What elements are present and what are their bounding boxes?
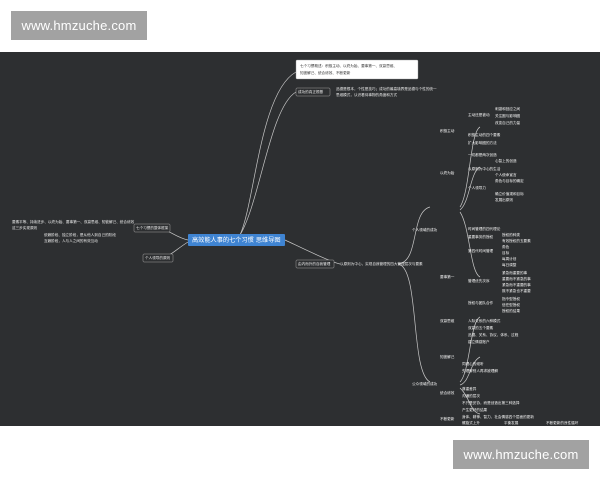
l3c2: 目标	[502, 250, 510, 255]
m1d: 建立情感账户	[468, 339, 490, 344]
m2a: 同理心的倾听	[462, 361, 484, 366]
left-note-b: 这三步实现原则	[12, 225, 38, 230]
hub4-label: 不断更新	[440, 416, 455, 421]
top-branch[interactable]: 成功的真正根基	[295, 87, 331, 97]
left-branch2[interactable]: 个人领导的原则	[142, 253, 174, 263]
top-branch-note1: 品德是根本，个性是技巧；成功的最高境界是品德与个性的统一	[336, 86, 437, 91]
l1: 积极主动	[440, 128, 455, 133]
root-node[interactable]: 高效能人事的七个习惯 思维导图	[188, 234, 285, 246]
link-hub1-mid	[459, 166, 481, 211]
top-note-box: 七个习惯概述：积极主动、以终为始、要事第一、双赢思维、 知彼解己、统合综效、不断…	[295, 59, 419, 80]
r4: 不断更新的良性循环	[546, 420, 579, 425]
m2b: 先理解别人再求被理解	[462, 368, 498, 373]
l2b1: 个人使命宣言	[495, 172, 517, 177]
link-hub1-top	[459, 126, 481, 208]
l3e1: 指令型授权	[502, 296, 520, 301]
l1a2: 关注圈与影响圈	[495, 113, 521, 118]
m3d: 产生更好的结果	[462, 407, 488, 412]
l3b1: 授权的种类	[502, 232, 520, 237]
r3: 平衡发展	[504, 420, 519, 425]
m3: 统合综效	[440, 390, 455, 395]
hub3-label: 公众领域的成功	[412, 381, 438, 386]
m3a: 尊重差异	[462, 386, 477, 391]
l3e3: 授权的结果	[502, 308, 520, 313]
watermark-bottom: www.hmzuche.com	[453, 440, 589, 469]
l3: 要事第一	[440, 274, 455, 279]
root-links	[159, 71, 481, 415]
l2b: 以原则为中心的生活	[468, 166, 501, 171]
mind-map-canvas[interactable]: 高效能人事的七个习惯 思维导图 七个习惯概述：积极主动、以终为始、要事第一、双赢…	[0, 52, 600, 426]
l3d2: 重要而不紧急的事	[502, 276, 531, 281]
l2c2: 发展出原则	[495, 197, 513, 202]
left-note-a: 要素平等、持续进步、以终为始、要事第一、双赢思维、知彼解己、统合综效	[12, 219, 135, 224]
link-hub3-c	[459, 387, 481, 415]
l1a3: 改变自己的力量	[495, 120, 521, 125]
top-note-line1: 七个习惯概述：积极主动、以终为始、要事第一、双赢思维、	[300, 63, 397, 68]
l3c1: 角色	[502, 244, 510, 249]
l1a1: 刺激和回应之间	[495, 106, 521, 111]
r1: 身体、精神、智力、社会情感四个层面的更新	[462, 414, 534, 419]
l3b: 重要事务的授权	[468, 234, 494, 239]
l2b2: 角色与目标的确定	[495, 178, 524, 183]
right-branch-note: 以原则为中心，实现自我管理的四大管理层次与要素	[340, 261, 423, 266]
l1a: 主动还是被动	[468, 112, 490, 117]
link-right-hub3	[397, 263, 431, 383]
l1c: 扩大影响圈的方法	[468, 140, 497, 145]
mind-map-diagram: 高效能人事的七个习惯 思维导图 七个习惯概述：积极主动、以终为始、要事第一、双赢…	[12, 59, 579, 425]
link-right-hub1	[397, 206, 431, 265]
l3c: 第四代时间管理	[468, 248, 494, 253]
left-branch2-label: 个人领导的原则	[145, 255, 171, 260]
l3d1: 紧急而重要的事	[502, 270, 528, 275]
top-note-line2: 知彼解己、统合综效、不断更新	[300, 70, 351, 75]
left-branch1-label: 七个习惯的整体框架	[136, 225, 169, 230]
m1: 双赢思维	[440, 318, 455, 323]
watermark-top: www.hmzuche.com	[11, 11, 147, 40]
link-hub3-a	[459, 316, 481, 383]
top-branch-label: 成功的真正根基	[298, 89, 324, 94]
m1c: 品德、关系、协议、体系、过程	[468, 332, 519, 337]
l1b: 积极主动的四个要素	[468, 132, 501, 137]
l2a: 一切都是两次创造	[468, 152, 497, 157]
right-branch-label: 由内而外的自我管理	[298, 261, 331, 266]
l2c: 个人领导力	[468, 185, 486, 190]
link-root-top	[239, 71, 297, 236]
l3c4: 每日调整	[502, 262, 517, 267]
root-title: 高效能人事的七个习惯 思维导图	[192, 236, 281, 244]
l3a: 时间管理的四代理论	[468, 226, 501, 231]
link-root-right	[284, 239, 341, 265]
m3b: 沟通的层次	[462, 393, 480, 398]
m1b: 双赢的五个要素	[468, 325, 494, 330]
m1a: 人际关系的六种模式	[468, 318, 501, 323]
link-hub1-low	[459, 211, 481, 278]
l2: 以终为始	[440, 170, 455, 175]
hub1-label: 个人领域的成功	[412, 227, 438, 232]
left-branch1-note1: 依赖阶段、独立阶段，是从他人到自己的阶段	[44, 232, 116, 237]
l3d: 管理优先次序	[468, 278, 490, 283]
m3c: 不只是妥协，而是创造出第三种选择	[462, 400, 520, 405]
l3e: 授权与团队合作	[468, 300, 494, 305]
left-branch1[interactable]: 七个习惯的整体框架	[133, 223, 171, 233]
r2: 螺旋式上升	[462, 420, 480, 425]
l3d4: 既不紧急也不重要	[502, 288, 531, 293]
top-branch-note2: 思维模式，认识看待事物的角度和方式	[336, 92, 397, 97]
l3d3: 紧急而不重要的事	[502, 282, 531, 287]
l3b2: 有效授权的五要素	[502, 238, 531, 243]
m2: 知彼解己	[440, 354, 455, 359]
left-branch1-note2: 互赖阶段，人与人之间的有效互动	[44, 238, 98, 243]
l3c3: 每周计划	[502, 256, 517, 261]
l2a1: 心智上的创造	[495, 158, 517, 163]
l3e2: 信任型授权	[502, 302, 520, 307]
right-branch[interactable]: 由内而外的自我管理	[295, 259, 335, 269]
link-root-top-b	[239, 91, 297, 236]
link-hub3-b	[459, 356, 481, 386]
l2c1: 确立价值观和目标	[495, 191, 524, 196]
